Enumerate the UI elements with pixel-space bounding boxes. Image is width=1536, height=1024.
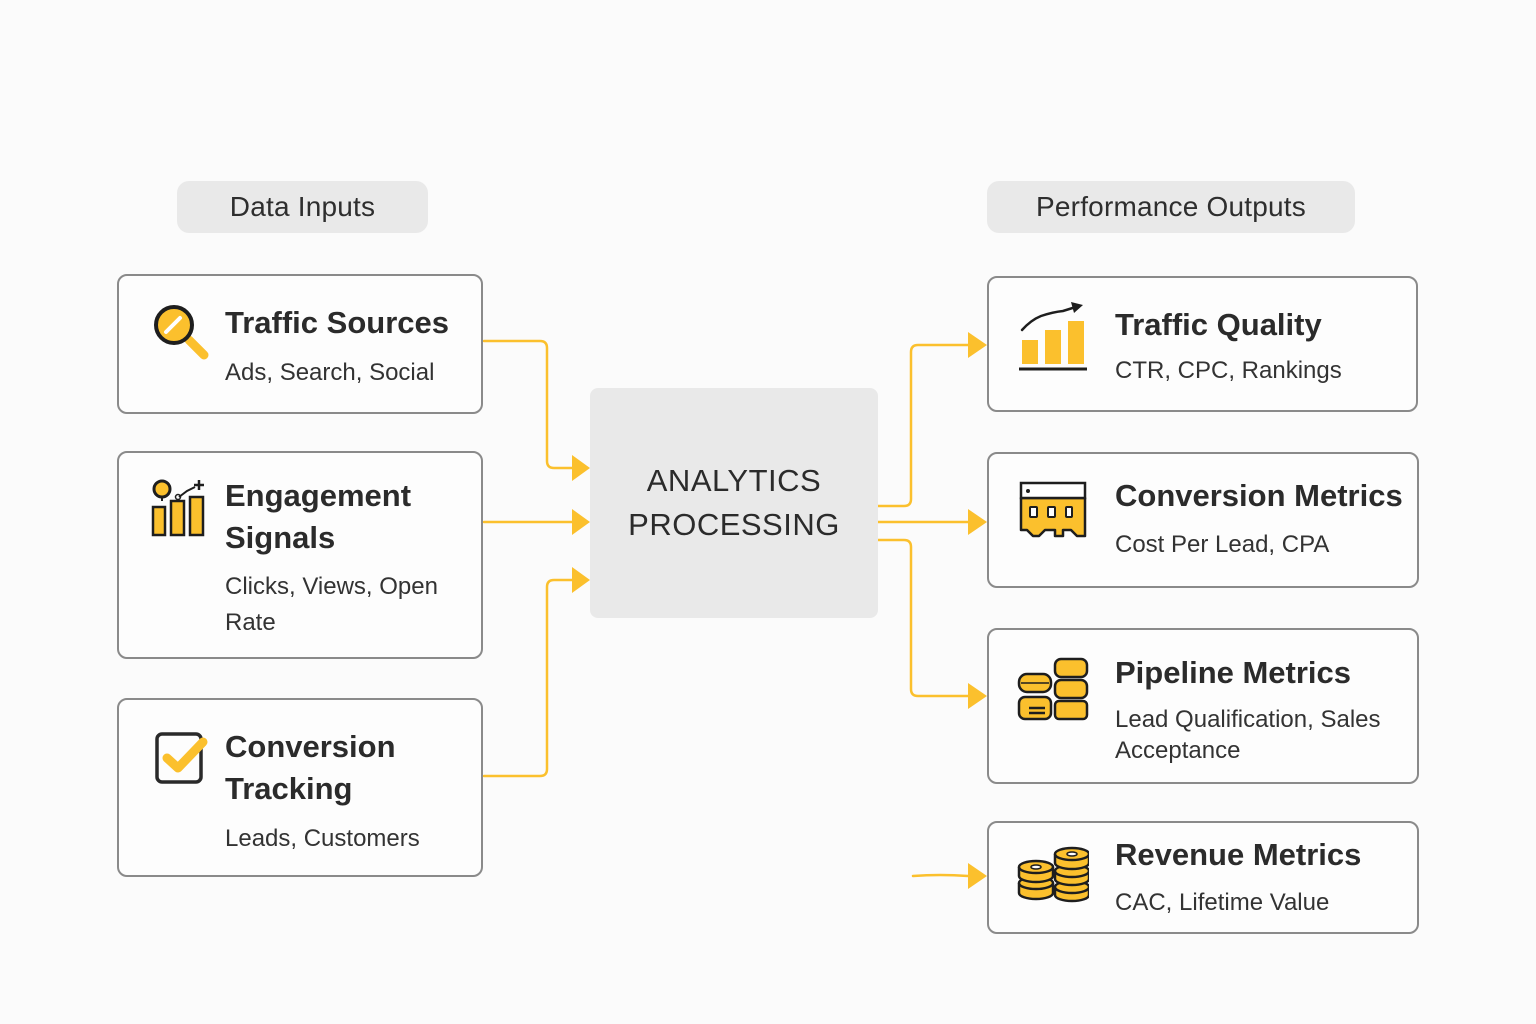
card-subtitle: Leads, Customers <box>225 825 420 852</box>
card-subtitle: Lead Qualification, Sales Acceptance <box>1115 706 1381 764</box>
card-subtitle: Cost Per Lead, CPA <box>1115 531 1330 558</box>
card-pipeline-metrics[interactable]: Pipeline Metrics Lead Qualification, Sal… <box>987 628 1419 784</box>
magnifier-icon <box>154 305 209 360</box>
arrowhead-icon <box>572 455 590 481</box>
connector-traffic-sources-to-processing <box>482 339 574 470</box>
card-subtitle: CTR, CPC, Rankings <box>1115 357 1342 384</box>
card-conversion-tracking[interactable]: Conversion Tracking Leads, Customers <box>117 698 483 877</box>
arrowhead-icon <box>572 509 590 535</box>
checkbox-check-icon <box>155 732 208 784</box>
card-revenue-metrics[interactable]: Revenue Metrics CAC, Lifetime Value <box>987 821 1419 934</box>
card-traffic-sources[interactable]: Traffic Sources Ads, Search, Social <box>117 274 483 414</box>
analytics-processing-node[interactable]: ANALYTICS PROCESSING <box>590 388 878 618</box>
arrowhead-icon <box>572 567 590 593</box>
engagement-chart-icon <box>151 479 205 537</box>
card-subtitle: Clicks, Views, Open Rate <box>225 573 438 636</box>
card-subtitle: Ads, Search, Social <box>225 359 435 386</box>
connector-processing-to-traffic-quality <box>876 343 970 508</box>
card-title: Traffic Sources <box>225 305 449 340</box>
arrowhead-icon <box>968 683 987 709</box>
card-title: Engagement Signals <box>225 478 412 555</box>
storefront-icon <box>1019 481 1087 538</box>
stacked-blocks-icon <box>1017 657 1089 721</box>
processing-label-line2: PROCESSING <box>628 507 840 542</box>
arrowhead-icon <box>968 509 987 535</box>
growth-bar-chart-icon <box>1019 302 1087 371</box>
card-title: Revenue Metrics <box>1115 837 1362 872</box>
performance-outputs-header: Performance Outputs <box>987 181 1355 233</box>
connector-to-revenue <box>911 873 970 878</box>
arrowhead-icon <box>968 863 987 889</box>
card-engagement-signals[interactable]: Engagement Signals Clicks, Views, Open R… <box>117 451 483 659</box>
card-traffic-quality[interactable]: Traffic Quality CTR, CPC, Rankings <box>987 276 1418 412</box>
connector-conversion-tracking-to-processing <box>482 578 574 778</box>
processing-label-line1: ANALYTICS <box>646 463 822 498</box>
card-title: Conversion Tracking <box>225 729 396 806</box>
connector-processing-to-pipeline <box>876 538 970 698</box>
card-title: Conversion Metrics <box>1115 478 1403 513</box>
card-title: Traffic Quality <box>1115 307 1322 342</box>
data-inputs-header: Data Inputs <box>177 181 428 233</box>
card-title: Pipeline Metrics <box>1115 655 1352 690</box>
coin-stacks-icon <box>1017 846 1089 903</box>
card-subtitle: CAC, Lifetime Value <box>1115 889 1330 916</box>
card-conversion-metrics[interactable]: Conversion Metrics Cost Per Lead, CPA <box>987 452 1419 588</box>
arrowhead-icon <box>968 332 987 358</box>
